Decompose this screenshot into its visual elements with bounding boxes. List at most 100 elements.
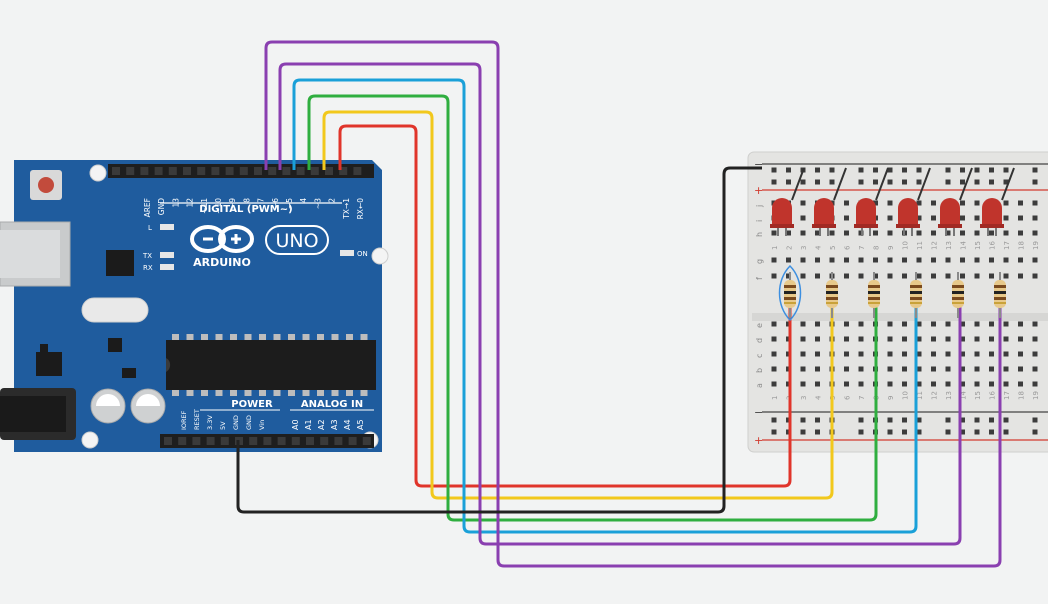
breadboard-hole[interactable] — [931, 257, 936, 263]
rail-hole[interactable] — [945, 179, 951, 185]
breadboard-hole[interactable] — [916, 336, 922, 342]
breadboard-hole[interactable] — [989, 381, 994, 387]
breadboard-hole[interactable] — [902, 273, 907, 279]
breadboard-hole[interactable] — [931, 230, 936, 236]
breadboard-hole[interactable] — [916, 257, 922, 263]
breadboard-hole[interactable] — [800, 200, 806, 206]
breadboard-hole[interactable] — [800, 273, 806, 279]
rail-hole[interactable] — [916, 167, 922, 173]
rail-hole[interactable] — [960, 167, 965, 173]
breadboard-hole[interactable] — [815, 257, 820, 263]
rail-hole[interactable] — [887, 429, 893, 435]
breadboard-hole[interactable] — [989, 366, 994, 372]
breadboard-hole[interactable] — [989, 336, 994, 342]
breadboard-hole[interactable] — [1003, 351, 1009, 357]
breadboard-hole[interactable] — [800, 215, 806, 221]
breadboard-hole[interactable] — [771, 336, 777, 342]
rail-hole[interactable] — [902, 167, 907, 173]
rail-hole[interactable] — [974, 417, 980, 423]
breadboard-hole[interactable] — [844, 381, 849, 387]
breadboard-hole[interactable] — [1003, 321, 1009, 327]
breadboard-hole[interactable] — [771, 366, 777, 372]
header-pin[interactable] — [239, 167, 248, 175]
rail-hole[interactable] — [960, 429, 965, 435]
rail-hole[interactable] — [902, 429, 907, 435]
breadboard-hole[interactable] — [844, 351, 849, 357]
breadboard-hole[interactable] — [887, 200, 893, 206]
breadboard-hole[interactable] — [771, 321, 777, 327]
breadboard-hole[interactable] — [858, 366, 864, 372]
breadboard-hole[interactable] — [960, 321, 965, 327]
breadboard-hole[interactable] — [786, 257, 791, 263]
breadboard-hole[interactable] — [815, 366, 820, 372]
breadboard-hole[interactable] — [844, 257, 849, 263]
rail-hole[interactable] — [815, 167, 820, 173]
breadboard-hole[interactable] — [1018, 230, 1023, 236]
breadboard-hole[interactable] — [771, 273, 777, 279]
breadboard-hole[interactable] — [945, 381, 951, 387]
breadboard-hole[interactable] — [902, 257, 907, 263]
breadboard-hole[interactable] — [1018, 351, 1023, 357]
header-pin[interactable] — [296, 167, 305, 175]
rail-hole[interactable] — [902, 179, 907, 185]
rail-hole[interactable] — [800, 429, 806, 435]
breadboard-hole[interactable] — [858, 273, 864, 279]
header-pin[interactable] — [320, 437, 329, 445]
breadboard-hole[interactable] — [974, 230, 980, 236]
breadboard-hole[interactable] — [844, 336, 849, 342]
wire-ground[interactable] — [236, 166, 762, 514]
header-pin[interactable] — [254, 167, 262, 175]
rail-hole[interactable] — [916, 417, 922, 423]
breadboard-hole[interactable] — [960, 200, 965, 206]
header-pin[interactable] — [291, 437, 300, 445]
header-pin[interactable] — [310, 167, 319, 175]
breadboard-hole[interactable] — [800, 257, 806, 263]
breadboard-hole[interactable] — [1032, 336, 1038, 342]
resistor-icon[interactable] — [952, 272, 964, 318]
breadboard-hole[interactable] — [945, 273, 951, 279]
breadboard-hole[interactable] — [945, 336, 951, 342]
breadboard-hole[interactable] — [902, 336, 907, 342]
breadboard-hole[interactable] — [989, 321, 994, 327]
wire-green[interactable] — [307, 94, 878, 522]
resistor-icon[interactable] — [910, 272, 922, 318]
breadboard-hole[interactable] — [844, 200, 849, 206]
breadboard-hole[interactable] — [887, 215, 893, 221]
breadboard-hole[interactable] — [1032, 257, 1038, 263]
breadboard-hole[interactable] — [1003, 200, 1009, 206]
breadboard-hole[interactable] — [800, 336, 806, 342]
rail-hole[interactable] — [887, 179, 893, 185]
rail-hole[interactable] — [1003, 179, 1009, 185]
rail-hole[interactable] — [771, 429, 777, 435]
breadboard-hole[interactable] — [873, 200, 878, 206]
breadboard-hole[interactable] — [858, 336, 864, 342]
breadboard-hole[interactable] — [786, 230, 791, 236]
led-icon[interactable] — [812, 167, 847, 236]
rail-hole[interactable] — [858, 417, 864, 423]
breadboard-hole[interactable] — [815, 321, 820, 327]
rail-hole[interactable] — [974, 429, 980, 435]
resistor-icon[interactable] — [868, 272, 880, 318]
header-pin[interactable] — [268, 167, 277, 175]
breadboard-hole[interactable] — [815, 336, 820, 342]
breadboard-hole[interactable] — [771, 257, 777, 263]
breadboard-hole[interactable] — [1032, 321, 1038, 327]
breadboard-hole[interactable] — [1003, 215, 1009, 221]
header-pin[interactable] — [192, 437, 201, 445]
breadboard-hole[interactable] — [1032, 351, 1038, 357]
breadboard-hole[interactable] — [960, 351, 965, 357]
rail-hole[interactable] — [873, 167, 878, 173]
breadboard-hole[interactable] — [974, 381, 980, 387]
rail-hole[interactable] — [1032, 167, 1038, 173]
header-pin[interactable] — [211, 167, 220, 175]
breadboard-hole[interactable] — [916, 215, 922, 221]
breadboard-hole[interactable] — [829, 230, 835, 236]
breadboard-hole[interactable] — [844, 273, 849, 279]
header-pin[interactable] — [249, 437, 258, 445]
wire-purple[interactable] — [278, 62, 962, 546]
rail-hole[interactable] — [916, 179, 922, 185]
breadboard-hole[interactable] — [974, 273, 980, 279]
breadboard-hole[interactable] — [887, 336, 893, 342]
rail-hole[interactable] — [887, 167, 893, 173]
